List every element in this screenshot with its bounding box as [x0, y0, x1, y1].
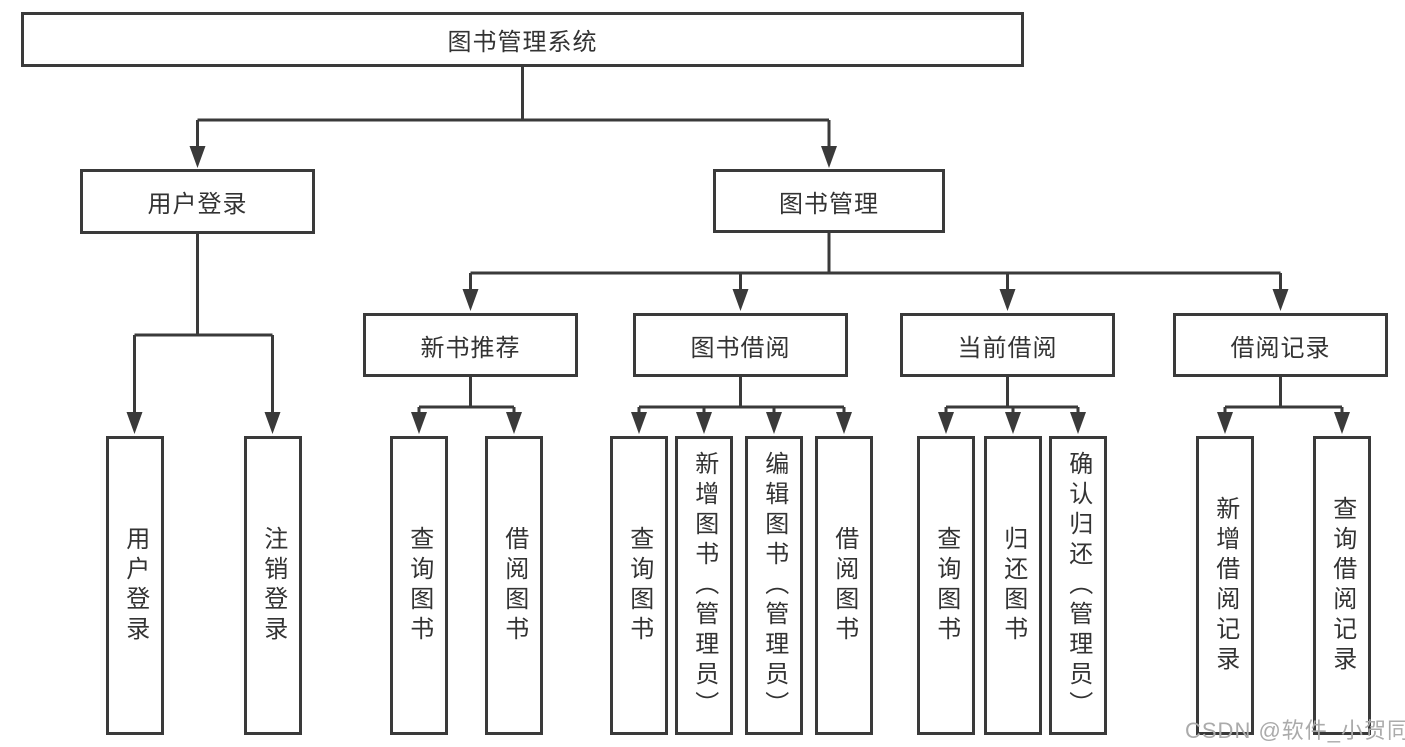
- node-root: 图书管理系统: [21, 12, 1024, 67]
- arrowhead-leaf: [696, 412, 712, 434]
- arrowhead-current: [999, 289, 1016, 311]
- connector-root-to-level2: [189, 67, 837, 168]
- leaf-borrow-books-borrowing: 借阅图书: [815, 436, 873, 735]
- node-borrowing-label: 图书借阅: [690, 334, 791, 362]
- node-user-login-label: 用户登录: [147, 191, 248, 218]
- arrowhead-leaf: [1334, 412, 1350, 434]
- arrowhead-leaf: [1217, 412, 1233, 434]
- leaf-query-books-current: 查询图书: [917, 436, 975, 735]
- leaf-add-books-admin: 新增图书（管理员）: [675, 436, 733, 735]
- leaf-return-books: 归还图书: [984, 436, 1042, 735]
- leaf-logout: 注销登录: [244, 436, 302, 735]
- arrowhead-records: [1272, 289, 1289, 311]
- leaf-label: 归还图书: [999, 525, 1027, 646]
- leaf-user-login: 用户登录: [106, 436, 164, 735]
- leaf-label: 查询图书: [932, 525, 960, 646]
- connector-records-to-leaves: [1217, 377, 1350, 434]
- arrowhead-book-mgmt: [821, 146, 837, 168]
- leaf-label: 确认归还（管理员）: [1064, 450, 1092, 721]
- node-current-borrow: 当前借阅: [900, 313, 1115, 377]
- leaf-label: 查询图书: [405, 525, 433, 646]
- connector-borrowing-to-leaves: [631, 377, 852, 434]
- arrowhead-leaf: [264, 412, 281, 434]
- leaf-query-books-borrowing: 查询图书: [610, 436, 668, 735]
- leaf-query-books-newbooks: 查询图书: [390, 436, 448, 735]
- node-borrow-records: 借阅记录: [1173, 313, 1388, 377]
- leaf-label: 编辑图书（管理员）: [760, 450, 788, 721]
- leaf-label: 查询借阅记录: [1328, 495, 1356, 676]
- node-borrowing: 图书借阅: [633, 313, 848, 377]
- leaf-label: 借阅图书: [830, 525, 858, 646]
- arrowhead-user-login: [189, 146, 206, 168]
- node-book-mgmt: 图书管理: [713, 169, 945, 233]
- node-new-books-label: 新书推荐: [420, 334, 521, 362]
- leaf-edit-books-admin: 编辑图书（管理员）: [745, 436, 803, 735]
- arrowhead-new-books: [462, 289, 479, 311]
- arrowhead-leaf: [938, 412, 954, 434]
- leaf-confirm-return-admin: 确认归还（管理员）: [1049, 436, 1107, 735]
- arrowhead-leaf: [411, 412, 427, 434]
- node-current-borrow-label: 当前借阅: [957, 334, 1058, 362]
- arrowhead-leaf: [631, 412, 647, 434]
- leaf-label: 注销登录: [259, 525, 287, 646]
- leaf-label: 借阅图书: [500, 525, 528, 646]
- leaf-label: 用户登录: [121, 525, 149, 646]
- node-borrow-records-label: 借阅记录: [1230, 334, 1331, 362]
- leaf-add-borrow-record: 新增借阅记录: [1196, 436, 1254, 735]
- leaf-label: 查询图书: [625, 525, 653, 646]
- arrowhead-leaf: [836, 412, 852, 434]
- connector-login-to-leaves: [126, 234, 281, 434]
- connector-newbooks-to-leaves: [411, 377, 522, 434]
- leaf-query-borrow-record: 查询借阅记录: [1313, 436, 1371, 735]
- arrowhead-leaf: [1070, 412, 1086, 434]
- arrowhead-borrowing: [732, 289, 749, 311]
- arrowhead-leaf: [126, 412, 143, 434]
- node-book-mgmt-label: 图书管理: [779, 190, 879, 218]
- csdn-watermark: CSDN @软件_小贺同学: [1185, 718, 1405, 743]
- arrowhead-leaf: [766, 412, 782, 434]
- connector-current-to-leaves: [938, 377, 1086, 434]
- arrowhead-leaf: [1005, 412, 1021, 434]
- node-new-books: 新书推荐: [363, 313, 578, 377]
- node-root-label: 图书管理系统: [447, 29, 598, 56]
- leaf-label: 新增图书（管理员）: [690, 450, 718, 721]
- leaf-label: 新增借阅记录: [1211, 495, 1239, 676]
- node-user-login: 用户登录: [80, 169, 315, 234]
- arrowhead-leaf: [506, 412, 522, 434]
- connector-mgmt-to-level3: [462, 233, 1289, 311]
- leaf-borrow-books-newbooks: 借阅图书: [485, 436, 543, 735]
